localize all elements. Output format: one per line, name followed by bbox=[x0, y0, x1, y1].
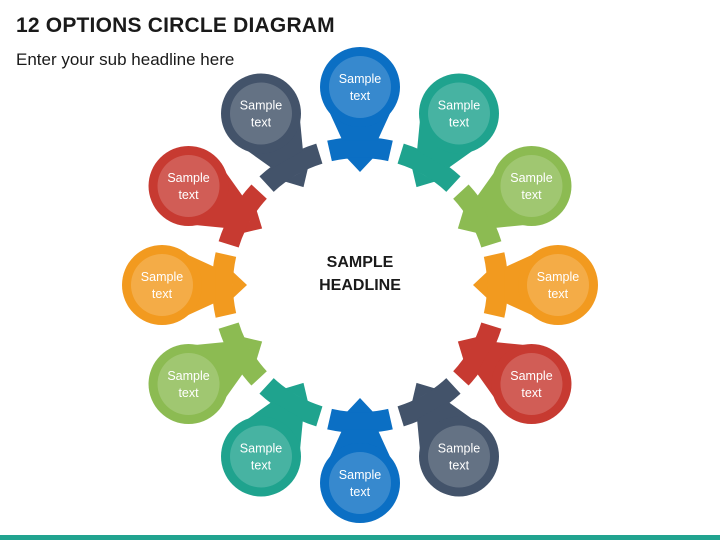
ring-segment bbox=[218, 322, 267, 386]
segment-arrow bbox=[284, 168, 308, 188]
petal-circle bbox=[491, 146, 572, 226]
petal-circle bbox=[148, 146, 229, 226]
segment-arrow bbox=[457, 337, 477, 361]
petal-inner-circle bbox=[329, 56, 391, 118]
segment-arrow bbox=[284, 382, 308, 402]
page-subtitle: Enter your sub headline here bbox=[16, 50, 235, 69]
ring-segment bbox=[397, 143, 461, 192]
ring-segment bbox=[211, 252, 237, 318]
petal-inner-circle bbox=[329, 452, 391, 514]
petal-circle bbox=[221, 416, 301, 497]
segment-arrow bbox=[457, 209, 477, 233]
center-headline-line-1: SAMPLE bbox=[327, 254, 394, 271]
petal-inner-circle bbox=[428, 82, 490, 145]
petal-circle bbox=[320, 47, 400, 127]
ring-segment bbox=[453, 184, 502, 248]
ring-segment bbox=[453, 322, 502, 386]
ring-segments bbox=[211, 137, 509, 434]
center-headline-line-2: HEADLINE bbox=[319, 277, 401, 294]
segment-arrow bbox=[346, 157, 374, 172]
petal-circle bbox=[419, 416, 499, 497]
segment-arrow bbox=[346, 398, 374, 413]
petal-inner-circle bbox=[131, 254, 193, 316]
petal-inner-circle bbox=[500, 353, 563, 415]
segment-arrow bbox=[412, 382, 436, 402]
petal-inner-circle bbox=[230, 425, 292, 488]
page-title: 12 OPTIONS CIRCLE DIAGRAM bbox=[16, 14, 335, 37]
segment-arrow bbox=[232, 271, 247, 299]
petal-circle bbox=[122, 245, 202, 325]
petal-circle bbox=[320, 443, 400, 523]
ring-segment bbox=[327, 137, 393, 162]
petal-circle bbox=[491, 344, 572, 424]
ring-segment bbox=[327, 408, 393, 434]
petal-circle bbox=[221, 73, 301, 154]
ring-segment bbox=[259, 378, 323, 427]
petal-circle bbox=[518, 245, 598, 325]
petal-inner-circle bbox=[527, 254, 589, 316]
footer-bar bbox=[0, 535, 720, 540]
ring-segment bbox=[397, 378, 461, 427]
segment-arrow bbox=[243, 337, 263, 361]
petal-inner-circle bbox=[157, 353, 220, 415]
petal-inner-circle bbox=[428, 425, 490, 488]
segment-arrow bbox=[412, 168, 436, 188]
segment-arrow bbox=[243, 209, 263, 233]
ring-segment bbox=[483, 252, 509, 318]
petal-circle bbox=[148, 344, 229, 424]
petal-inner-circle bbox=[157, 155, 220, 217]
petal-inner-circle bbox=[500, 155, 563, 217]
ring-segment bbox=[259, 143, 323, 192]
petal-circle bbox=[419, 73, 499, 154]
petal-inner-circle bbox=[230, 82, 292, 145]
segment-arrow bbox=[473, 271, 488, 299]
ring-segment bbox=[218, 184, 267, 248]
